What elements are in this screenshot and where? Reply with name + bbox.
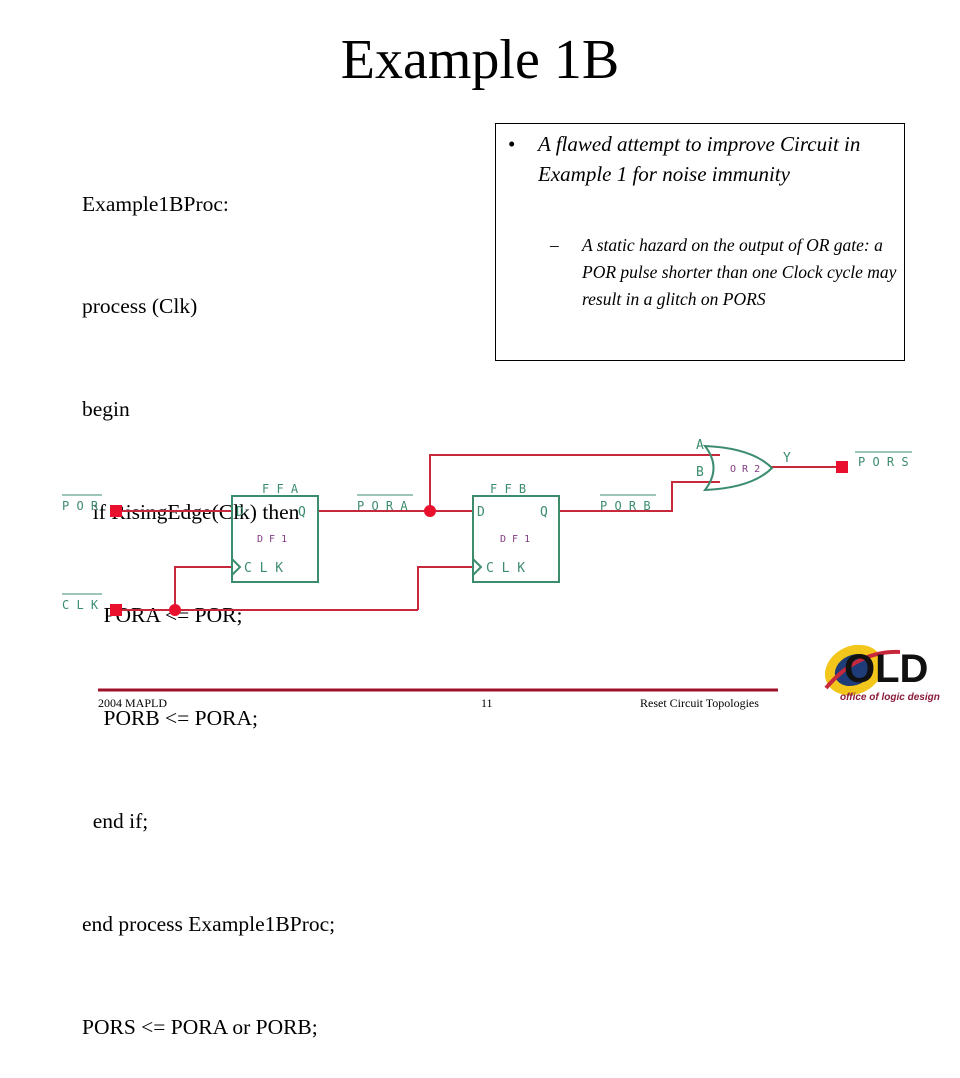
ffa-pin-clk: C L K <box>244 561 283 576</box>
net-label-overlines <box>62 451 912 595</box>
junction-dot <box>424 505 436 517</box>
or-gate-pin-b: B <box>696 465 704 480</box>
port-clk-icon <box>110 604 122 616</box>
or-gate-pin-a: A <box>696 438 704 453</box>
wires <box>116 454 842 611</box>
sub-bullet-marker: – <box>550 235 559 255</box>
footer-left: 2004 MAPLD <box>98 696 168 710</box>
flip-flop-ffb: F F B D Q D F 1 C L K <box>472 482 560 583</box>
ffa-type: D F 1 <box>257 534 287 545</box>
ffb-body <box>472 495 560 583</box>
net-label-porb: P O R B <box>600 499 651 513</box>
bullet-marker: • <box>508 132 516 156</box>
wire-porb <box>560 481 720 512</box>
bullet-text: A flawed attempt to improve Circuit in E… <box>538 132 861 186</box>
ffb-pin-d: D <box>477 505 485 520</box>
slide-title: Example 1B <box>340 29 620 91</box>
junction-dot <box>169 604 181 616</box>
net-label-clk: C L K <box>62 598 99 612</box>
logo-globe-icon <box>834 653 874 687</box>
footer-right: Reset Circuit Topologies <box>640 696 759 710</box>
clock-edge-icon <box>231 558 242 576</box>
sub-bullet: – A static hazard on the output of OR ga… <box>550 232 900 313</box>
ffb-name: F F B <box>490 482 526 496</box>
wire-clk-ffb <box>417 566 473 610</box>
or-gate-pin-y: Y <box>783 451 791 466</box>
old-logo: OLD office of logic design <box>824 644 940 703</box>
ffa-body <box>231 495 319 583</box>
main-bullet: • A flawed attempt to improve Circuit in… <box>508 129 898 189</box>
ffa-name: F F A <box>262 482 299 496</box>
ffb-pin-q: Q <box>540 505 548 520</box>
flip-flop-ffa: F F A D Q D F 1 C L K <box>231 482 319 583</box>
sub-bullet-text: A static hazard on the output of OR gate… <box>582 235 897 309</box>
code-line: end process Example1BProc; <box>82 911 336 936</box>
net-label-pors: P O R S <box>858 455 909 469</box>
ffa-pin-q: Q <box>298 505 306 520</box>
bullet-box <box>495 123 905 361</box>
logo-arc-icon <box>824 649 901 690</box>
wire-clk-ffa <box>174 566 232 610</box>
ffb-pin-clk: C L K <box>486 561 525 576</box>
net-label-por: P O R <box>62 499 99 513</box>
schematic-diagram: F F A D Q D F 1 C L K F F B D Q D F 1 C … <box>62 438 912 692</box>
logo-tagline: office of logic design <box>840 692 940 703</box>
net-label-pora: P O R A <box>357 499 408 513</box>
code-line: end if; <box>82 808 149 833</box>
or-gate: O R 2 A B Y <box>696 438 791 492</box>
ffa-pin-d: D <box>236 505 244 520</box>
logo-letters: OLD <box>844 647 928 691</box>
wire-pora-to-a <box>429 454 720 511</box>
code-line: Example1BProc: <box>82 191 229 216</box>
port-por-icon <box>110 505 122 517</box>
or-gate-type: O R 2 <box>730 464 760 475</box>
ffb-type: D F 1 <box>500 534 530 545</box>
port-pors-icon <box>836 461 848 473</box>
code-line: process (Clk) <box>82 294 198 319</box>
or-gate-icon <box>702 444 774 492</box>
code-line: begin <box>82 397 130 422</box>
footer-page-number: 11 <box>481 696 493 710</box>
clock-edge-icon <box>472 558 483 576</box>
code-line: PORS <= PORA or PORB; <box>82 1014 318 1039</box>
